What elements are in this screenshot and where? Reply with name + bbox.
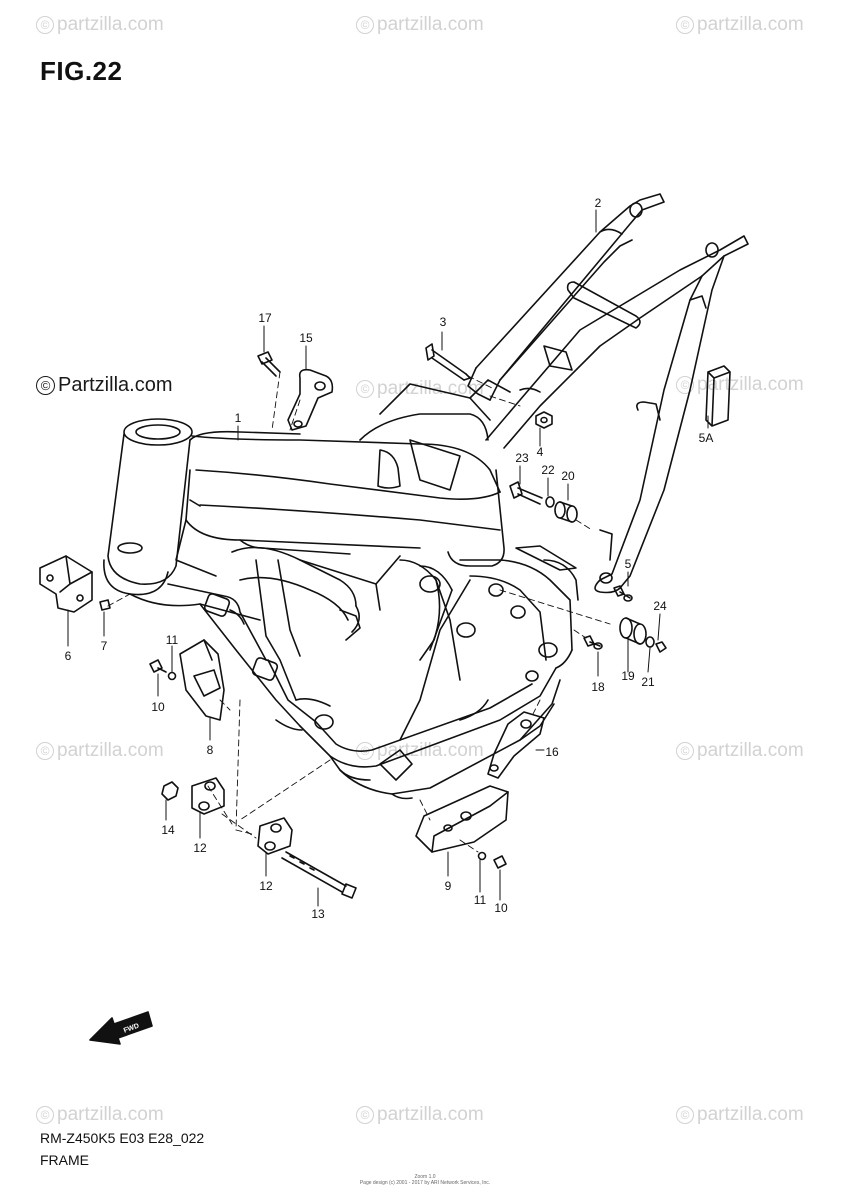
bracket-15 bbox=[287, 368, 334, 431]
collar-20 bbox=[554, 501, 578, 523]
watermark: ©partzilla.com bbox=[356, 14, 484, 36]
callout-5a: 5A bbox=[699, 431, 714, 445]
bracket-12-lower bbox=[257, 817, 293, 855]
callout-24: 24 bbox=[653, 599, 667, 613]
callout-11-right: 11 bbox=[474, 893, 487, 907]
main-frame bbox=[103, 379, 579, 800]
bolt-3 bbox=[425, 343, 471, 381]
bolt-13 bbox=[281, 851, 357, 899]
bolt-17 bbox=[257, 351, 281, 377]
skid-plate-9 bbox=[415, 785, 509, 853]
watermark-dark: ©Partzilla.com bbox=[36, 374, 172, 397]
callout-labels: 1 2 3 4 5 5A 6 7 8 9 10 10 11 11 12 12 1… bbox=[65, 196, 714, 921]
callout-19: 19 bbox=[621, 669, 635, 683]
nut-24 bbox=[655, 641, 667, 653]
damper-block-5a bbox=[705, 365, 731, 427]
callout-4: 4 bbox=[537, 445, 544, 459]
callout-9: 9 bbox=[445, 879, 452, 893]
watermark: ©partzilla.com bbox=[36, 740, 164, 762]
bracket-16 bbox=[487, 711, 545, 779]
callout-10-left: 10 bbox=[151, 700, 165, 714]
section-name: FRAME bbox=[40, 1152, 89, 1168]
bracket-6 bbox=[39, 555, 93, 613]
bolt-7 bbox=[99, 599, 111, 611]
figure-title: FIG.22 bbox=[40, 56, 123, 86]
bracket-12-upper bbox=[191, 777, 225, 815]
nut-14 bbox=[161, 781, 179, 801]
washer-22 bbox=[545, 496, 555, 508]
callout-21: 21 bbox=[641, 675, 655, 689]
washer-21 bbox=[645, 636, 655, 648]
dashed-guides bbox=[107, 371, 611, 853]
callout-16: 16 bbox=[545, 745, 559, 759]
bolt-23 bbox=[509, 481, 543, 505]
callout-10-right: 10 bbox=[494, 901, 508, 915]
model-code: RM-Z450K5 E03 E28_022 bbox=[40, 1130, 205, 1146]
callout-23: 23 bbox=[515, 451, 529, 465]
callout-1: 1 bbox=[235, 411, 242, 425]
callout-18: 18 bbox=[591, 680, 605, 694]
callout-12-upper: 12 bbox=[193, 841, 207, 855]
callout-12-lower: 12 bbox=[259, 879, 273, 893]
fine-print: Zoom 1.0 Page design (c) 2001 - 2017 by … bbox=[359, 1174, 491, 1186]
bolt-10-right bbox=[493, 855, 507, 869]
nut-4 bbox=[535, 411, 553, 429]
watermark: ©partzilla.com bbox=[36, 14, 164, 36]
bolt-5 bbox=[613, 585, 633, 602]
guard-8 bbox=[179, 639, 225, 721]
leader-lines bbox=[67, 209, 709, 907]
callout-22: 22 bbox=[541, 463, 555, 477]
callout-15: 15 bbox=[299, 331, 313, 345]
watermark: ©partzilla.com bbox=[676, 14, 804, 36]
rear-subframe bbox=[467, 193, 749, 594]
watermark: ©partzilla.com bbox=[676, 1104, 804, 1126]
watermark: ©partzilla.com bbox=[676, 374, 804, 396]
callout-2: 2 bbox=[595, 196, 602, 210]
watermark: ©partzilla.com bbox=[676, 740, 804, 762]
watermark: ©partzilla.com bbox=[356, 1104, 484, 1126]
fwd-arrow-icon bbox=[89, 1011, 153, 1045]
callout-8: 8 bbox=[207, 743, 214, 757]
callout-3: 3 bbox=[440, 315, 447, 329]
callout-14: 14 bbox=[161, 823, 175, 837]
callout-5: 5 bbox=[625, 557, 632, 571]
callout-20: 20 bbox=[561, 469, 575, 483]
bolt-10-left bbox=[149, 659, 167, 673]
callout-13: 13 bbox=[311, 907, 325, 921]
collar-19 bbox=[619, 617, 647, 645]
callout-7: 7 bbox=[101, 639, 108, 653]
callout-11-left: 11 bbox=[166, 633, 179, 647]
washer-11-right bbox=[477, 851, 487, 861]
callout-17: 17 bbox=[258, 311, 272, 325]
callout-6: 6 bbox=[65, 649, 72, 663]
watermark: ©partzilla.com bbox=[36, 1104, 164, 1126]
washer-11-left bbox=[167, 671, 177, 681]
bolt-18 bbox=[583, 635, 603, 650]
